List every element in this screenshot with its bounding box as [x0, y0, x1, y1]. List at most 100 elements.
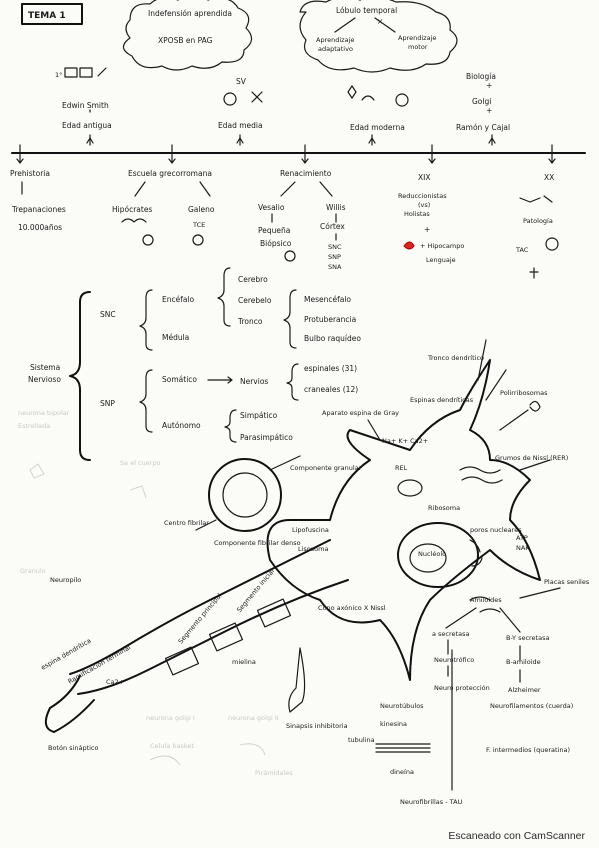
- svg-text:1°: 1°: [55, 71, 62, 79]
- svg-text:neurona golgi II: neurona golgi II: [228, 714, 279, 722]
- cloud-icon: [121, 218, 147, 223]
- svg-text:Protuberancia: Protuberancia: [304, 315, 356, 324]
- brain-icon: [284, 250, 296, 262]
- svg-text:Mesencéfalo: Mesencéfalo: [304, 295, 351, 304]
- svg-text:Lenguaje: Lenguaje: [426, 256, 456, 264]
- svg-text:neurona golgi I: neurona golgi I: [146, 714, 195, 722]
- pen-icon: [97, 67, 107, 77]
- magnifier-icon: [142, 234, 154, 246]
- bleed-through: neurona bipolar Estrellada Se el cuerpo …: [18, 409, 293, 777]
- svg-text:Simpático: Simpático: [240, 411, 278, 420]
- svg-text:Renacimiento: Renacimiento: [280, 169, 332, 178]
- svg-text:Neurotrófico: Neurotrófico: [434, 656, 474, 664]
- svg-text:kinesina: kinesina: [380, 720, 407, 728]
- svg-text:Pequeña: Pequeña: [258, 226, 290, 235]
- spiral-icon: [529, 400, 541, 412]
- brace-icon: [139, 369, 153, 433]
- page-title: TEMA 1: [28, 11, 66, 21]
- svg-text:Encéfalo: Encéfalo: [162, 295, 195, 304]
- svg-text:10.000años: 10.000años: [18, 223, 62, 232]
- svg-text:+: +: [486, 81, 492, 90]
- svg-text:Aprendizaje: Aprendizaje: [398, 34, 436, 42]
- svg-text:Nervioso: Nervioso: [28, 375, 61, 384]
- svg-text:Biópsico: Biópsico: [260, 239, 292, 248]
- svg-text:(vs): (vs): [418, 201, 430, 209]
- myelin-segment: [164, 646, 200, 676]
- svg-text:Na+ K+ Ca2+: Na+ K+ Ca2+: [382, 437, 428, 445]
- svg-text:Bulbo raquídeo: Bulbo raquídeo: [304, 334, 361, 343]
- synaptic-bouton: [44, 675, 95, 733]
- svg-text:Componente fibrilar denso: Componente fibrilar denso: [214, 539, 301, 547]
- svg-text:+: +: [424, 225, 430, 234]
- svg-text:Hipócrates: Hipócrates: [112, 205, 152, 214]
- svg-text:Edad antigua: Edad antigua: [62, 121, 112, 130]
- svg-text:Segmento inicial: Segmento inicial: [235, 567, 276, 614]
- mitochondria: [397, 479, 423, 497]
- svg-text:Nervios: Nervios: [240, 377, 268, 386]
- brace-icon: [139, 289, 153, 351]
- svg-text:XX: XX: [544, 173, 554, 182]
- papyrus-icon: [64, 67, 78, 78]
- head-icon: [192, 234, 204, 246]
- svg-text:Cerebelo: Cerebelo: [238, 296, 272, 305]
- svg-text:Estrellada: Estrellada: [18, 422, 50, 430]
- svg-text:Prehistoria: Prehistoria: [10, 169, 50, 178]
- svg-text:Placas seniles: Placas seniles: [544, 578, 590, 586]
- svg-text:Sinapsis inhibitoria: Sinapsis inhibitoria: [286, 722, 348, 730]
- svg-text:Somático: Somático: [162, 375, 197, 384]
- lightning-icon: [347, 85, 375, 101]
- svg-text:Edad moderna: Edad moderna: [350, 123, 405, 132]
- svg-text:Neuro protección: Neuro protección: [434, 684, 490, 692]
- svg-text:Willis: Willis: [326, 203, 346, 212]
- papyrus-icon: [79, 67, 93, 78]
- person-icon: [529, 267, 539, 279]
- svg-text:B-amiloide: B-amiloide: [506, 658, 541, 666]
- svg-text:Autónomo: Autónomo: [162, 421, 201, 430]
- body-icon: [395, 93, 409, 107]
- svg-text:SNC: SNC: [100, 310, 116, 319]
- svg-text:Lóbulo temporal: Lóbulo temporal: [336, 6, 397, 15]
- svg-text:Lisosoma: Lisosoma: [298, 545, 328, 553]
- nucleolus: [409, 543, 447, 573]
- svg-text:Se el cuerpo: Se el cuerpo: [120, 459, 161, 467]
- svg-text:Indefensión aprendida: Indefensión aprendida: [148, 9, 232, 18]
- nervous-system-tree: Sistema Nervioso SNC Encéfalo Médula Cer…: [28, 267, 361, 461]
- axon-bottom: [77, 579, 349, 695]
- brain-icon: [223, 92, 237, 106]
- nucleus: [397, 522, 479, 588]
- svg-text:Biología: Biología: [466, 72, 496, 81]
- svg-text:Espinas dendríticas: Espinas dendríticas: [410, 396, 474, 404]
- svg-text:Vesalio: Vesalio: [258, 203, 285, 212]
- svg-text:Sistema: Sistema: [30, 363, 60, 372]
- svg-text:tubulina: tubulina: [348, 736, 375, 744]
- svg-text:espina dendrítica: espina dendrítica: [40, 637, 93, 672]
- svg-text:Neurofilamentos (cuerda): Neurofilamentos (cuerda): [490, 702, 573, 710]
- brace-icon: [69, 291, 91, 461]
- svg-text:NAK: NAK: [516, 544, 530, 552]
- soma-outline: [266, 359, 541, 681]
- svg-text:Aparato espina de Gray: Aparato espina de Gray: [322, 409, 399, 417]
- svg-text:Celula basket: Celula basket: [150, 742, 194, 750]
- svg-text:Tronco: Tronco: [237, 317, 263, 326]
- cloud-lobulo-temporal: Lóbulo temporal × Aprendizaje adaptativo…: [299, 0, 458, 73]
- svg-text:XIX: XIX: [418, 173, 431, 182]
- svg-text:Galeno: Galeno: [188, 205, 215, 214]
- svg-text:Centro fibrilar: Centro fibrilar: [164, 519, 209, 527]
- svg-text:Golgi: Golgi: [472, 97, 491, 106]
- timeline: 1° Edwin Smith Edad antigua SV Edad medi…: [10, 67, 586, 279]
- nucleolus-detail: [208, 458, 282, 532]
- svg-text:Alzheimer: Alzheimer: [508, 686, 541, 694]
- svg-text:poros nucleares: poros nucleares: [470, 526, 522, 534]
- svg-text:SV: SV: [236, 77, 247, 86]
- svg-text:Parasimpático: Parasimpático: [240, 433, 293, 442]
- svg-text:REL: REL: [395, 464, 408, 472]
- svg-text:F. intermedios (queratina): F. intermedios (queratina): [486, 746, 570, 754]
- svg-text:TCE: TCE: [192, 221, 205, 229]
- svg-text:TAC: TAC: [515, 246, 529, 254]
- svg-text:ATP: ATP: [516, 534, 528, 542]
- svg-text:SNA: SNA: [328, 263, 342, 271]
- microtubule-icon: [375, 743, 431, 753]
- svg-text:Cono axónico X Nissl: Cono axónico X Nissl: [318, 604, 386, 612]
- neuron-diagram: Nucléolo poros nucleares REL Ribosoma Ap…: [40, 339, 590, 806]
